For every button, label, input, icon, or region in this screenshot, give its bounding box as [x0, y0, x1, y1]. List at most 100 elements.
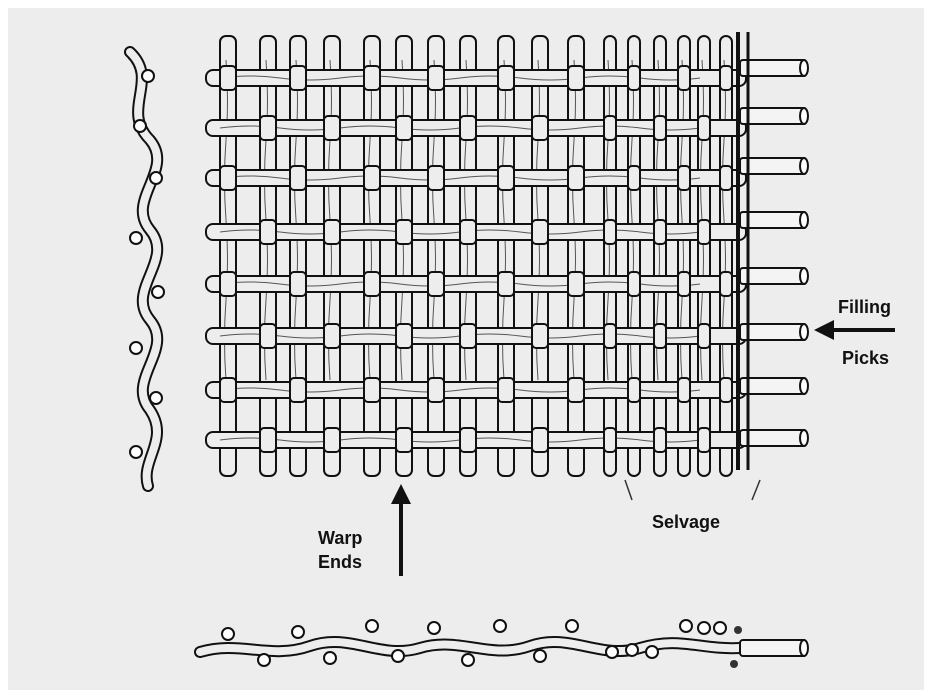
warp-float	[260, 116, 276, 140]
warp-cross-section	[646, 646, 658, 658]
pick-end-cap	[800, 268, 808, 284]
pick-cross-section	[130, 342, 142, 354]
warp-float	[364, 378, 380, 402]
filling-label: Filling	[838, 297, 891, 317]
filling-pick	[206, 70, 746, 86]
pick-end-cap	[800, 108, 808, 124]
warp-end	[396, 36, 412, 476]
warp-cross-section	[714, 622, 726, 634]
pick-end	[740, 378, 806, 394]
pick-cross-section	[130, 232, 142, 244]
warp-float	[396, 116, 412, 140]
warp-cross-section	[698, 622, 710, 634]
selvage-warp-dot	[734, 626, 742, 634]
warp-float	[290, 378, 306, 402]
warp-float	[720, 272, 732, 296]
warp-float	[220, 378, 236, 402]
warp-cross-section	[222, 628, 234, 640]
warp-end	[324, 36, 340, 476]
pick-end	[740, 212, 806, 228]
selvage-label: Selvage	[652, 512, 720, 532]
pick-end-cap	[800, 378, 808, 394]
pick-end-cap	[800, 158, 808, 174]
warp-float	[654, 428, 666, 452]
selvage-warp-dot	[730, 660, 738, 668]
warp-cross-section	[324, 652, 336, 664]
warp-float	[324, 428, 340, 452]
filling-pick	[206, 170, 746, 186]
warp-float	[260, 220, 276, 244]
warp-float	[428, 272, 444, 296]
warp-float	[678, 272, 690, 296]
warp-cross-section	[534, 650, 546, 662]
warp-float	[220, 66, 236, 90]
warp-end	[460, 36, 476, 476]
warp-end	[532, 36, 548, 476]
warp-float	[498, 66, 514, 90]
warp-float	[428, 66, 444, 90]
warp-end	[428, 36, 444, 476]
filling-end-cap	[800, 640, 808, 656]
pick-cross-section	[152, 286, 164, 298]
warp-float	[396, 220, 412, 244]
warp-end	[698, 36, 710, 476]
warp-end	[654, 36, 666, 476]
pick-cross-section	[134, 120, 146, 132]
pick-end-cap	[800, 430, 808, 446]
warp-cross-section	[258, 654, 270, 666]
warp-float	[698, 324, 710, 348]
pick-cross-section	[150, 172, 162, 184]
warp-float	[324, 324, 340, 348]
warp-float	[364, 272, 380, 296]
warp-end	[568, 36, 584, 476]
warp-float	[498, 166, 514, 190]
warp-float	[568, 66, 584, 90]
warp-float	[628, 272, 640, 296]
warp-float	[396, 324, 412, 348]
warp-end	[628, 36, 640, 476]
warp-float	[260, 428, 276, 452]
warp-float	[568, 378, 584, 402]
warp-end	[678, 36, 690, 476]
warp-float	[290, 66, 306, 90]
warp-float	[498, 272, 514, 296]
warp-float	[498, 378, 514, 402]
warp-float	[460, 324, 476, 348]
warp-float	[698, 116, 710, 140]
warp-float	[678, 378, 690, 402]
warp-label: Warp	[318, 528, 362, 548]
warp-float	[290, 272, 306, 296]
warp-end	[290, 36, 306, 476]
picks-label: Picks	[842, 348, 889, 368]
warp-float	[428, 166, 444, 190]
pick-end	[740, 108, 806, 124]
warp-float	[460, 428, 476, 452]
warp-float	[260, 324, 276, 348]
warp-float	[720, 166, 732, 190]
pick-end	[740, 60, 806, 76]
warp-float	[428, 378, 444, 402]
warp-float	[532, 220, 548, 244]
filling-pick	[206, 276, 746, 292]
warp-cross-section	[366, 620, 378, 632]
warp-cross-section	[626, 644, 638, 656]
warp-float	[532, 324, 548, 348]
warp-cross-section	[566, 620, 578, 632]
warp-float	[628, 166, 640, 190]
warp-end	[720, 36, 732, 476]
pick-end	[740, 324, 806, 340]
warp-cross-section	[494, 620, 506, 632]
warp-cross-section	[392, 650, 404, 662]
warp-float	[604, 324, 616, 348]
warp-float	[532, 116, 548, 140]
pick-cross-section	[142, 70, 154, 82]
pick-end	[740, 158, 806, 174]
warp-float	[654, 116, 666, 140]
filling-pick	[206, 382, 746, 398]
warp-float	[678, 66, 690, 90]
pick-end-cap	[800, 60, 808, 76]
warp-float	[324, 220, 340, 244]
warp-float	[460, 116, 476, 140]
